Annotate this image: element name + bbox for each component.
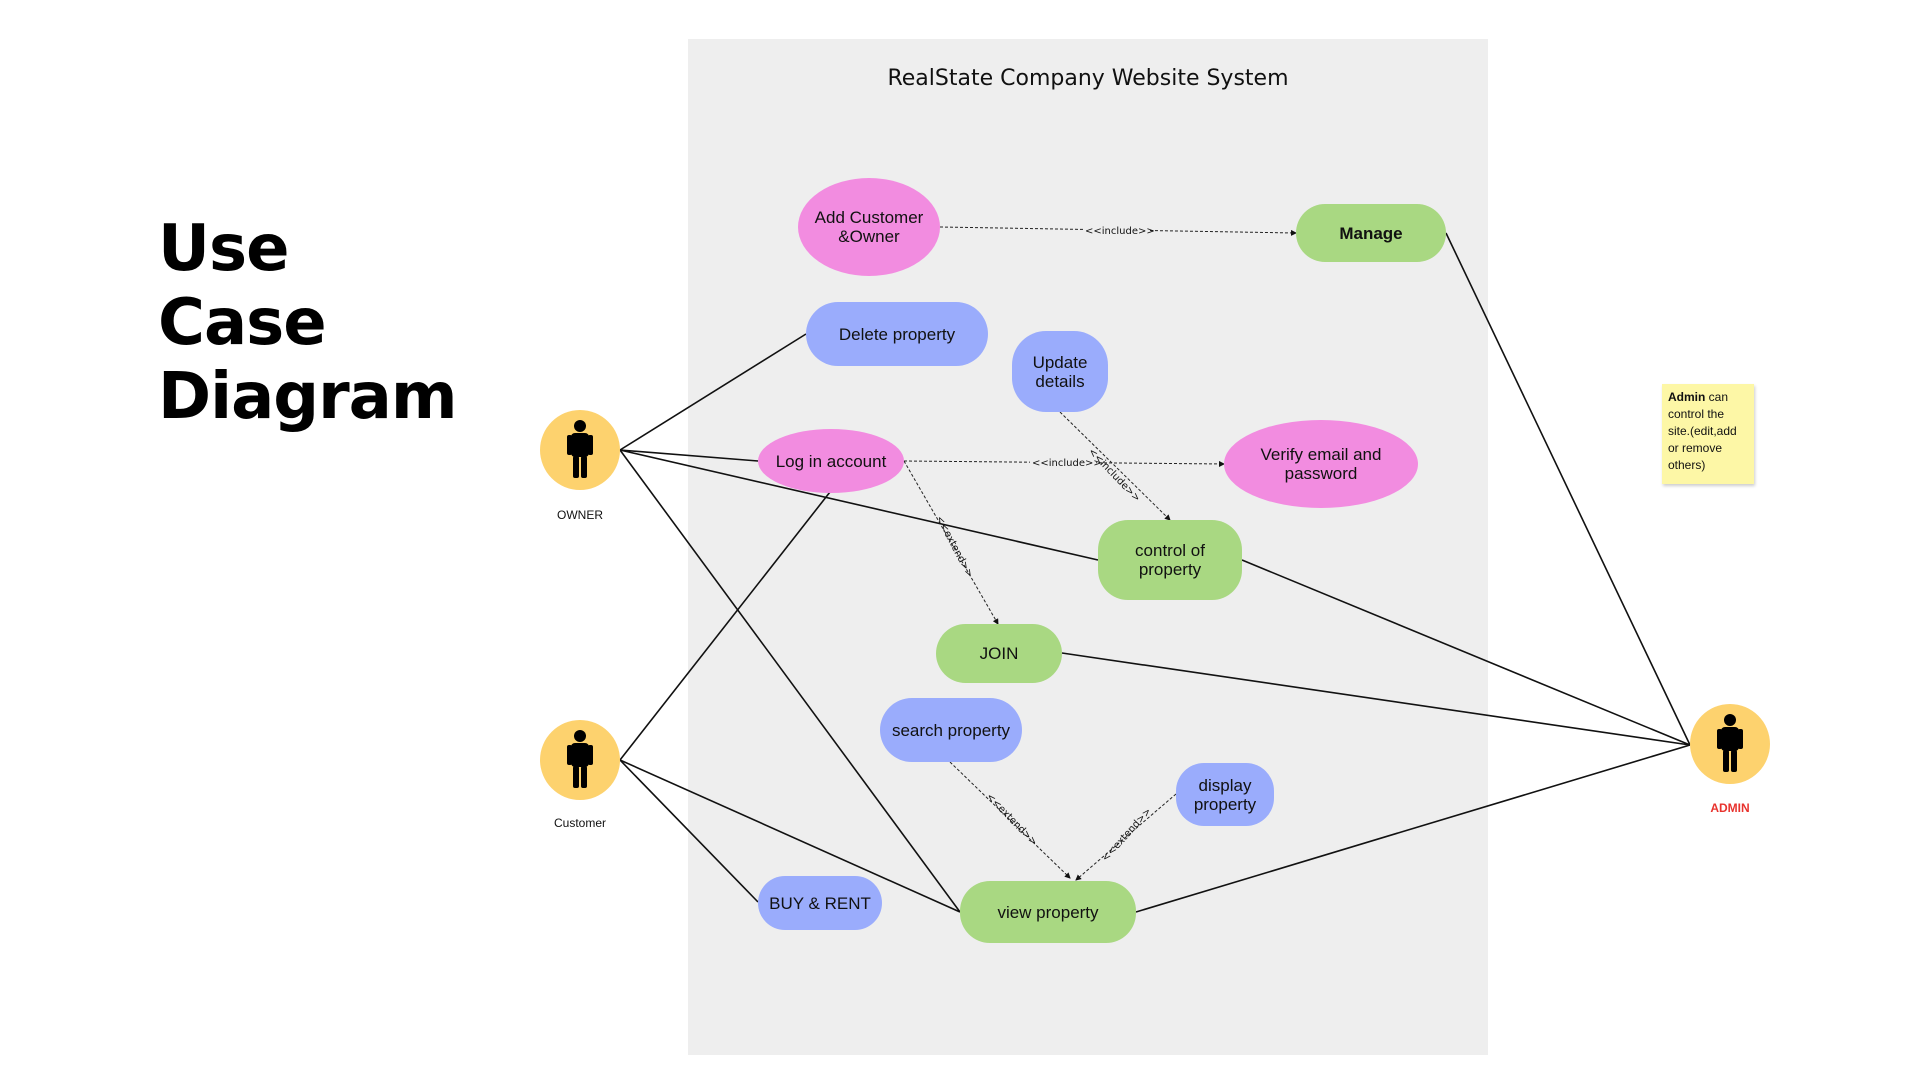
extend-tag-search: <<extend>> xyxy=(984,791,1039,848)
usecase-update-details[interactable]: Update details xyxy=(1012,331,1108,412)
usecase-delete-property[interactable]: Delete property xyxy=(806,302,988,366)
actor-customer-label: Customer xyxy=(553,816,606,830)
assoc-owner-control xyxy=(619,449,1099,561)
usecase-join[interactable]: JOIN xyxy=(936,624,1062,683)
diagram-title: Use Case Diagram xyxy=(158,212,457,434)
assoc-admin-control xyxy=(1241,559,1691,746)
usecase-buy-rent[interactable]: BUY & RENT xyxy=(758,876,882,930)
extend-tag-display: <<extend>> xyxy=(1100,806,1154,864)
assoc-admin-view xyxy=(1135,744,1691,913)
assoc-admin-manage xyxy=(1445,232,1691,746)
include-tag-control: <<include>> xyxy=(1086,446,1142,504)
assoc-owner-delete xyxy=(619,333,807,451)
assoc-owner-view xyxy=(619,449,961,913)
usecase-verify-email[interactable]: Verify email and password xyxy=(1224,420,1418,508)
usecase-manage[interactable]: Manage xyxy=(1296,204,1446,262)
assoc-admin-join xyxy=(1061,652,1691,746)
usecase-control-property[interactable]: control of property xyxy=(1098,520,1242,600)
admin-sticky-note: Admin can control the site.(edit,add or … xyxy=(1662,384,1754,484)
person-icon xyxy=(567,730,593,788)
system-title: RealState Company Website System xyxy=(887,66,1289,91)
usecase-search-property[interactable]: search property xyxy=(880,698,1022,762)
assoc-customer-view xyxy=(619,759,961,913)
note-bold: Admin xyxy=(1668,390,1706,404)
assoc-owner-login xyxy=(619,449,759,462)
include-tag-verify: <<include>> xyxy=(1032,458,1102,469)
actor-owner[interactable] xyxy=(540,410,620,490)
include-add-manage xyxy=(939,226,1297,236)
usecase-display-property[interactable]: display property xyxy=(1176,763,1274,826)
title-line-3: Diagram xyxy=(158,360,457,434)
assoc-customer-buy xyxy=(619,759,759,903)
assoc-customer-login xyxy=(619,491,831,761)
actor-customer[interactable] xyxy=(540,720,620,800)
actor-admin-label: ADMIN xyxy=(1710,801,1750,815)
usecase-add-customer-owner[interactable]: Add Customer &Owner xyxy=(798,178,940,276)
extend-login-join xyxy=(903,460,999,625)
actor-owner-label: OWNER xyxy=(557,508,603,522)
title-line-1: Use xyxy=(158,212,289,286)
include-tag-manage: <<include>> xyxy=(1085,226,1155,237)
title-line-2: Case xyxy=(158,286,327,360)
person-icon xyxy=(567,420,593,478)
extend-tag-join: <<extend>> xyxy=(933,514,975,579)
person-icon xyxy=(1717,714,1743,772)
include-update-control xyxy=(1059,411,1171,521)
extend-search-view xyxy=(949,761,1071,879)
extend-display-view xyxy=(1075,793,1177,881)
usecase-log-in-account[interactable]: Log in account xyxy=(758,429,904,493)
actor-admin[interactable] xyxy=(1690,704,1770,784)
note-text: can control the site.(edit,add or remove… xyxy=(1668,390,1737,472)
usecase-view-property[interactable]: view property xyxy=(960,881,1136,943)
